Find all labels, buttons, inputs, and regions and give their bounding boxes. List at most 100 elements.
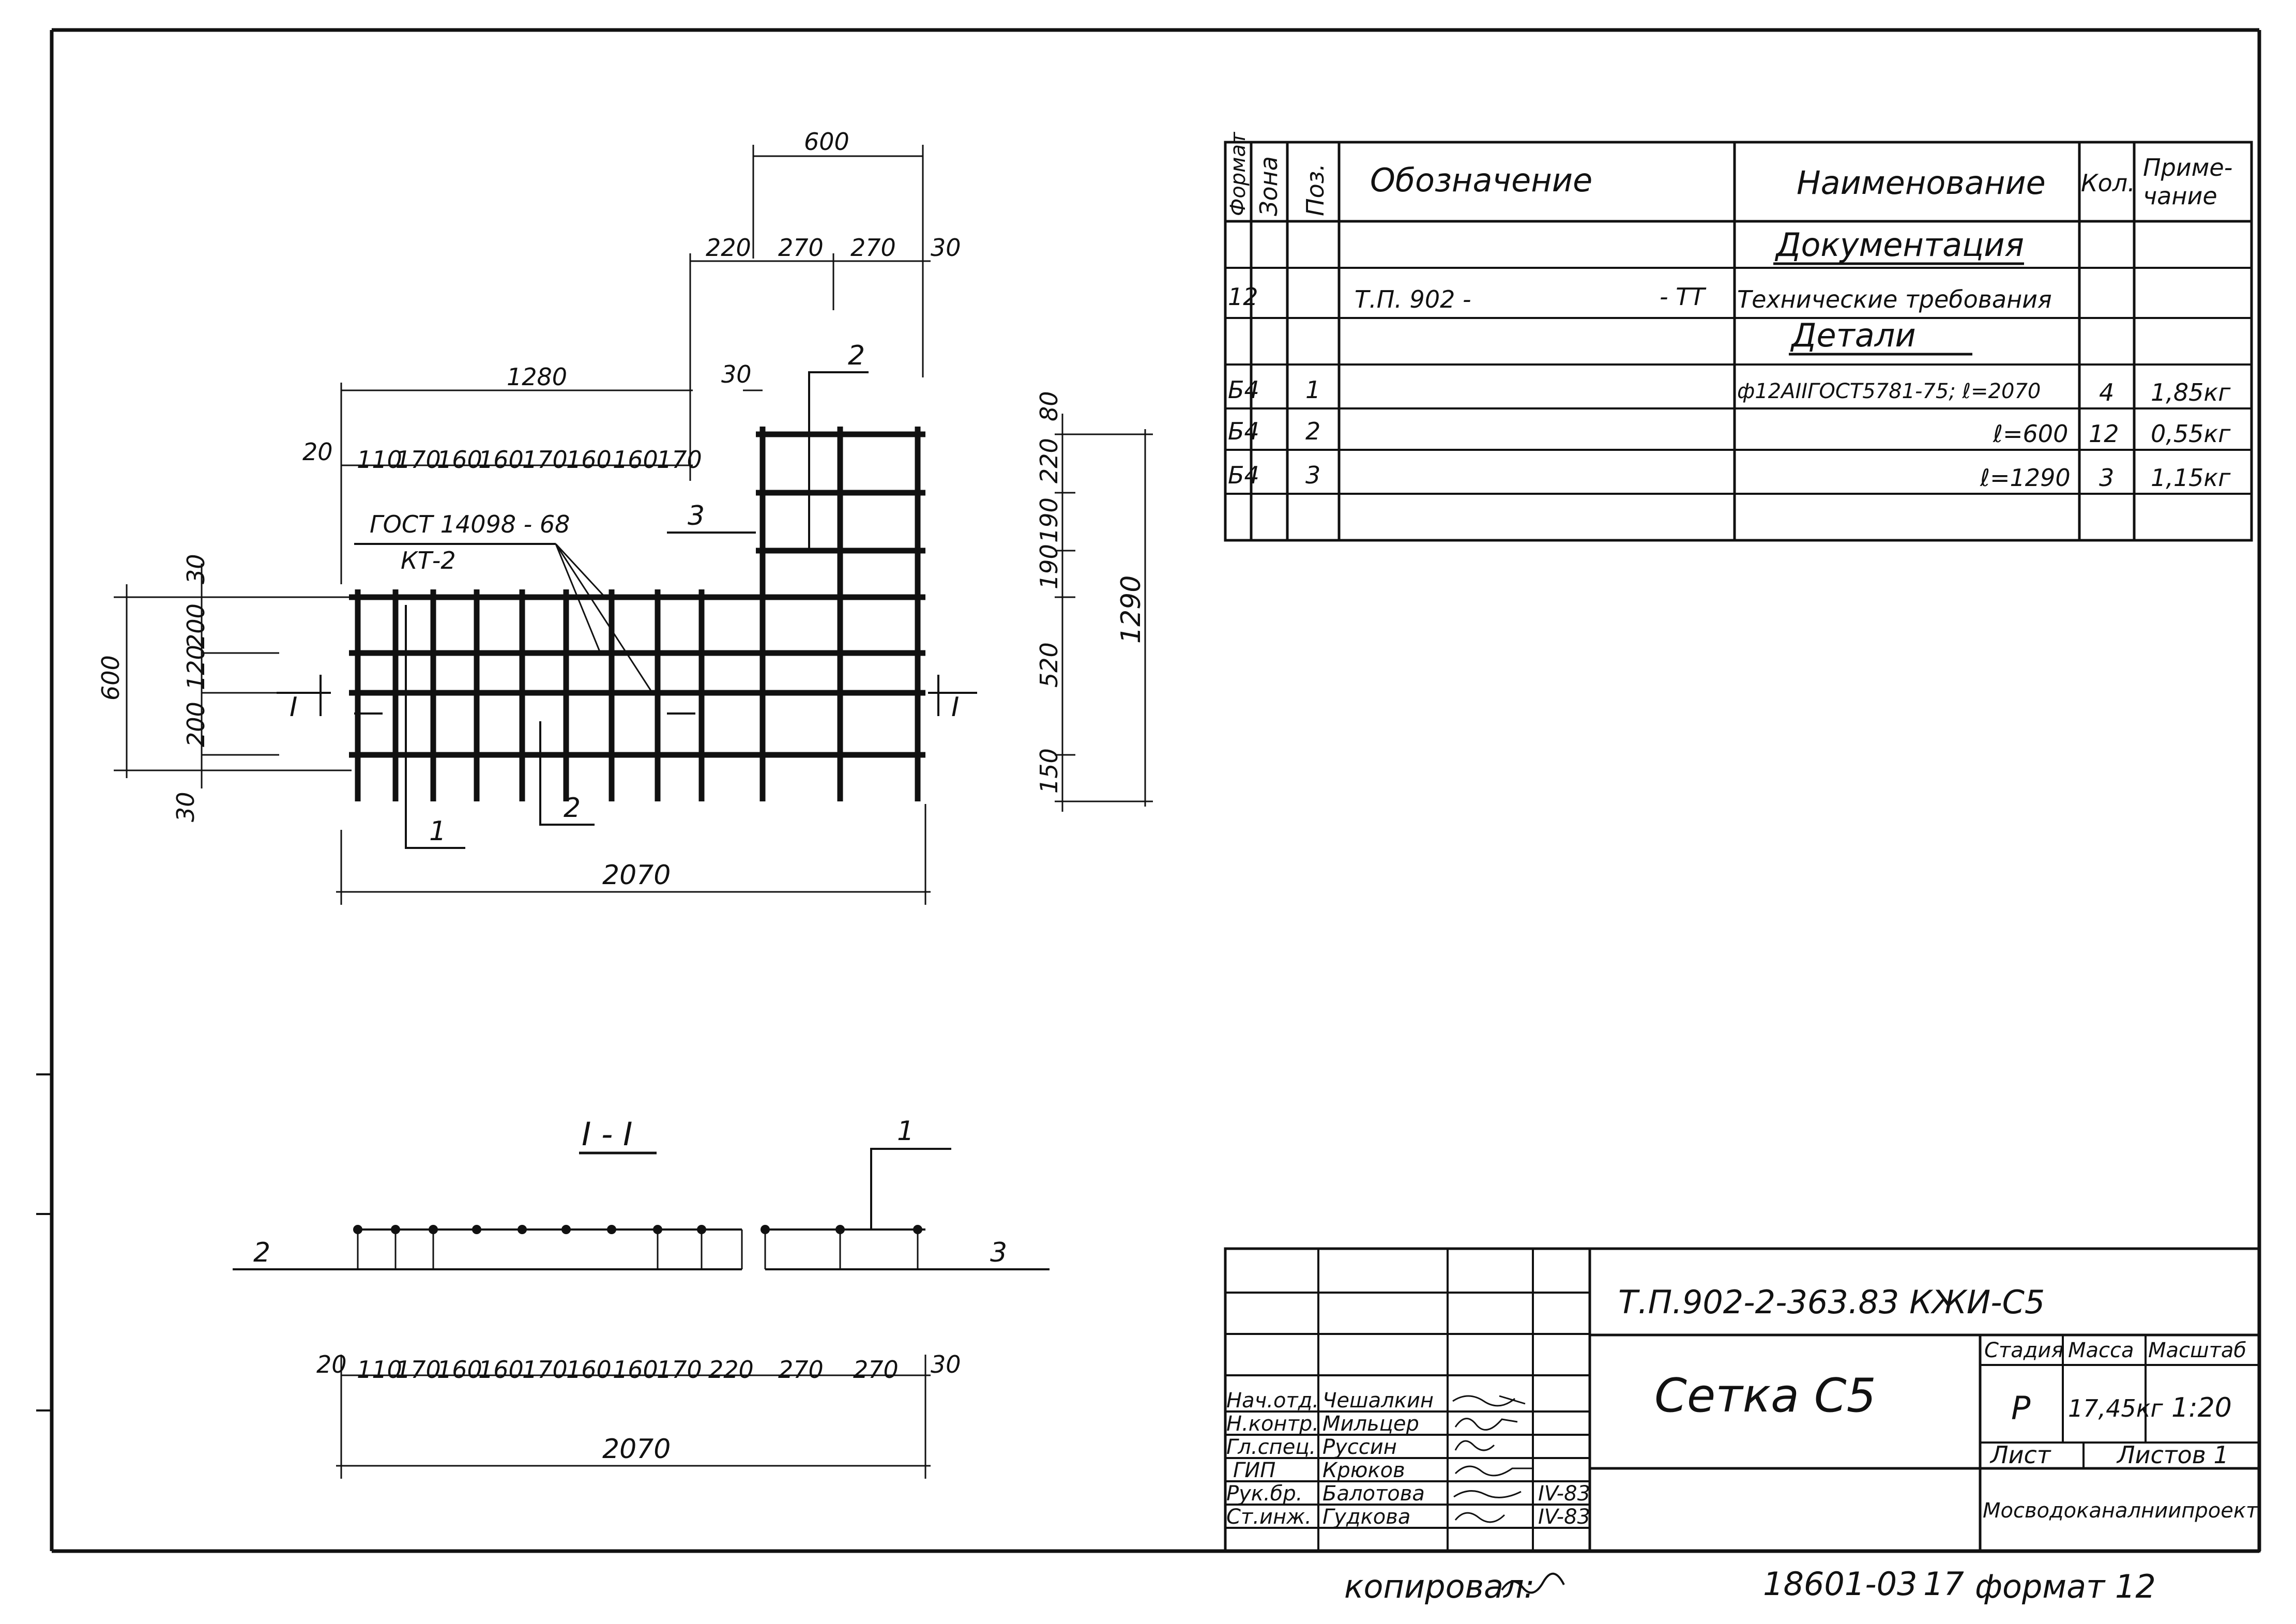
spec-row-pos2: Б4 2 ℓ=600 12 0,55кг <box>1228 417 2231 448</box>
section-mark-right: I <box>928 675 977 723</box>
spec-row-1-designation: Т.П. 902 - <box>1355 285 1471 313</box>
svg-text:3: 3 <box>2099 464 2114 492</box>
callout-pos2-top: 2 <box>848 340 865 371</box>
svg-text:Руссин: Руссин <box>1322 1435 1397 1459</box>
dim-seg-110: 110 <box>357 446 402 474</box>
svg-text:12: 12 <box>2089 420 2119 448</box>
dim-150-right: 150 <box>1035 748 1063 794</box>
dim-seg-170a: 170 <box>396 446 441 474</box>
dim-270a: 270 <box>778 234 824 262</box>
svg-text:1,15кг: 1,15кг <box>2151 464 2231 492</box>
dim-200-left-a: 200 <box>182 603 210 649</box>
spec-row-pos3: Б4 3 ℓ=1290 3 1,15кг <box>1228 461 2231 492</box>
svg-text:Гудкова: Гудкова <box>1322 1505 1410 1529</box>
dim-220: 220 <box>706 234 751 262</box>
svg-text:Гл.спец.: Гл.спец. <box>1226 1435 1316 1459</box>
dim-200-left-b: 200 <box>182 702 210 747</box>
copier-signature <box>1501 1572 1565 1594</box>
bottom-dimension: 2070 <box>336 804 931 905</box>
svg-text:Крюков: Крюков <box>1322 1459 1405 1482</box>
svg-text:0,55кг: 0,55кг <box>2151 420 2231 448</box>
footer-number: 18601-03 <box>1763 1565 1918 1603</box>
svg-text:270: 270 <box>778 1356 824 1384</box>
callout-pos1: 1 <box>429 816 446 847</box>
title-block-stage: Р <box>2011 1389 2031 1427</box>
svg-text:Чешалкин: Чешалкин <box>1322 1389 1434 1413</box>
svg-text:170: 170 <box>657 1356 702 1384</box>
svg-text:I: I <box>290 692 297 723</box>
spec-row-2-name: Детали <box>1790 316 1916 354</box>
title-block-code: Т.П.902-2-363.83 КЖИ-С5 <box>1618 1283 2045 1321</box>
svg-text:ℓ=600: ℓ=600 <box>1993 420 2068 448</box>
section-callout-pos3: 3 <box>990 1237 1007 1268</box>
title-block-org: Мосводоканалниипроект <box>1983 1499 2259 1523</box>
spec-col-pos: Поз. <box>1301 163 1329 216</box>
svg-text:I: I <box>951 692 959 723</box>
footer-sheet-no: 17 <box>1923 1565 1964 1603</box>
dim-600-left: 600 <box>97 655 125 701</box>
svg-text:30: 30 <box>931 1350 961 1378</box>
dim-30-left-bottom: 30 <box>172 792 200 822</box>
svg-text:Б4: Б4 <box>1228 461 1259 489</box>
section-dim-2070: 2070 <box>602 1434 671 1465</box>
top-dimensions: 600 220 270 270 30 1280 30 20 110 170 16… <box>302 128 961 584</box>
svg-text:Ст.инж.: Ст.инж. <box>1226 1505 1312 1529</box>
title-block-scale: 1:20 <box>2171 1392 2232 1423</box>
svg-text:чание: чание <box>2143 182 2217 210</box>
dim-120-left: 120 <box>182 645 210 690</box>
section-mark-left: I <box>277 675 331 723</box>
dim-seg-160d: 160 <box>613 446 658 474</box>
dim-600-top: 600 <box>804 128 849 156</box>
footer: копировал: 18601-03 17 формат 12 <box>1344 1565 2156 1605</box>
dim-30-left-top: 30 <box>182 554 210 584</box>
left-dimensions: 600 30 200 120 200 30 <box>97 554 352 822</box>
dim-seg-20: 20 <box>302 438 333 466</box>
mesh-vertical-bars <box>355 427 921 801</box>
signature-3 <box>1454 1440 1495 1451</box>
dim-seg-160b: 160 <box>478 446 524 474</box>
title-block-scale-label: Масштаб <box>2148 1339 2246 1362</box>
signature-4 <box>1454 1465 1533 1477</box>
svg-text:1,85кг: 1,85кг <box>2151 378 2231 406</box>
svg-text:Б4: Б4 <box>1228 376 1259 404</box>
title-block-signatures: Нач.отд. Чешалкин Н.контр. Мильцер Гл.сп… <box>1226 1389 1590 1529</box>
svg-text:Балотова: Балотова <box>1322 1482 1425 1506</box>
spec-col-zone: Зона <box>1255 156 1283 216</box>
svg-text:160: 160 <box>613 1356 658 1384</box>
dim-220-right: 220 <box>1035 438 1063 483</box>
svg-text:Рук.бр.: Рук.бр. <box>1226 1482 1302 1506</box>
spec-col-format: Формат <box>1226 131 1250 216</box>
svg-text:Мильцер: Мильцер <box>1322 1412 1419 1436</box>
svg-text:110: 110 <box>357 1356 402 1384</box>
spec-row-1-format: 12 <box>1228 283 1258 311</box>
spec-row-tech-req: 12 Т.П. 902 - - ТТ Технические требовани… <box>1228 283 2052 313</box>
svg-text:ℓ=1290: ℓ=1290 <box>1980 464 2071 492</box>
dim-190-right-a: 190 <box>1035 497 1063 543</box>
specification-table: Формат Зона Поз. Обозначение Наименовани… <box>1224 131 2253 542</box>
svg-text:20: 20 <box>316 1350 347 1378</box>
section-title: I - I <box>582 1115 632 1153</box>
spec-col-name: Наименование <box>1797 164 2046 202</box>
signature-6 <box>1454 1512 1506 1523</box>
dim-seg-160c: 160 <box>566 446 612 474</box>
title-block-mass: 17,45кг <box>2068 1394 2163 1422</box>
svg-text:220: 220 <box>708 1356 754 1384</box>
callout-pos2: 2 <box>564 793 581 824</box>
svg-text:IV-83: IV-83 <box>1538 1505 1590 1529</box>
svg-text:4: 4 <box>2099 378 2114 406</box>
svg-text:Б4: Б4 <box>1228 417 1259 445</box>
dim-seg-160a: 160 <box>437 446 482 474</box>
signature-2 <box>1454 1418 1518 1431</box>
section-dim-chain: 20 110 170 160 160 170 160 160 170 220 2… <box>316 1350 961 1384</box>
svg-text:160: 160 <box>566 1356 612 1384</box>
dim-30-gap: 30 <box>721 360 752 388</box>
spec-col-designation: Обозначение <box>1370 161 1592 199</box>
footer-format: формат 12 <box>1975 1568 2156 1605</box>
dim-1280: 1280 <box>507 363 567 391</box>
svg-text:2: 2 <box>1305 417 1320 445</box>
signature-5 <box>1453 1490 1522 1498</box>
svg-text:160: 160 <box>437 1356 482 1384</box>
title-block-sheet-label: Лист <box>1989 1441 2051 1469</box>
section-view: I - I 1 2 3 <box>233 1115 1050 1479</box>
svg-text:160: 160 <box>478 1356 524 1384</box>
